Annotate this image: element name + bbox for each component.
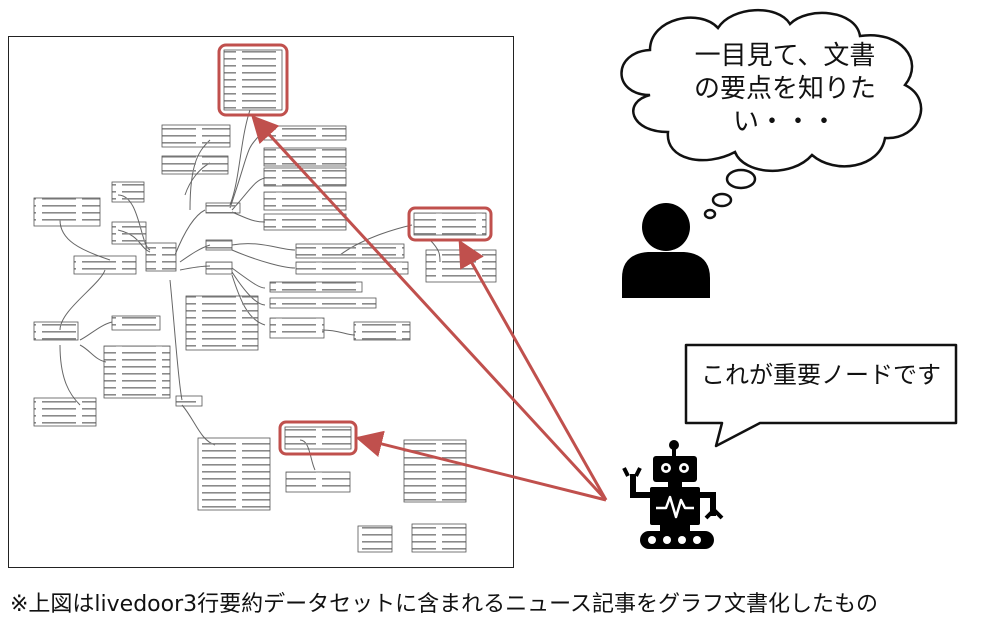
thought-bubble	[620, 9, 923, 220]
graph-edges	[59, 109, 441, 471]
pointer-arrows	[251, 115, 608, 502]
speech-bubble	[684, 343, 958, 448]
important-node-top	[217, 43, 289, 117]
figure-caption: ※上図はlivedoor3行要約データセットに含まれるニュース記事をグラフ文書化…	[10, 592, 879, 617]
important-nodes	[217, 43, 493, 456]
robot-icon	[622, 440, 724, 549]
graph-nodes	[33, 124, 497, 553]
important-node-right	[407, 206, 493, 242]
thought-bubble-text: 一目見て、文書の要点を知りたい・・・	[693, 41, 876, 137]
speech-bubble-text: これが重要ノードです	[701, 361, 941, 389]
person-silhouette-icon	[622, 203, 710, 298]
